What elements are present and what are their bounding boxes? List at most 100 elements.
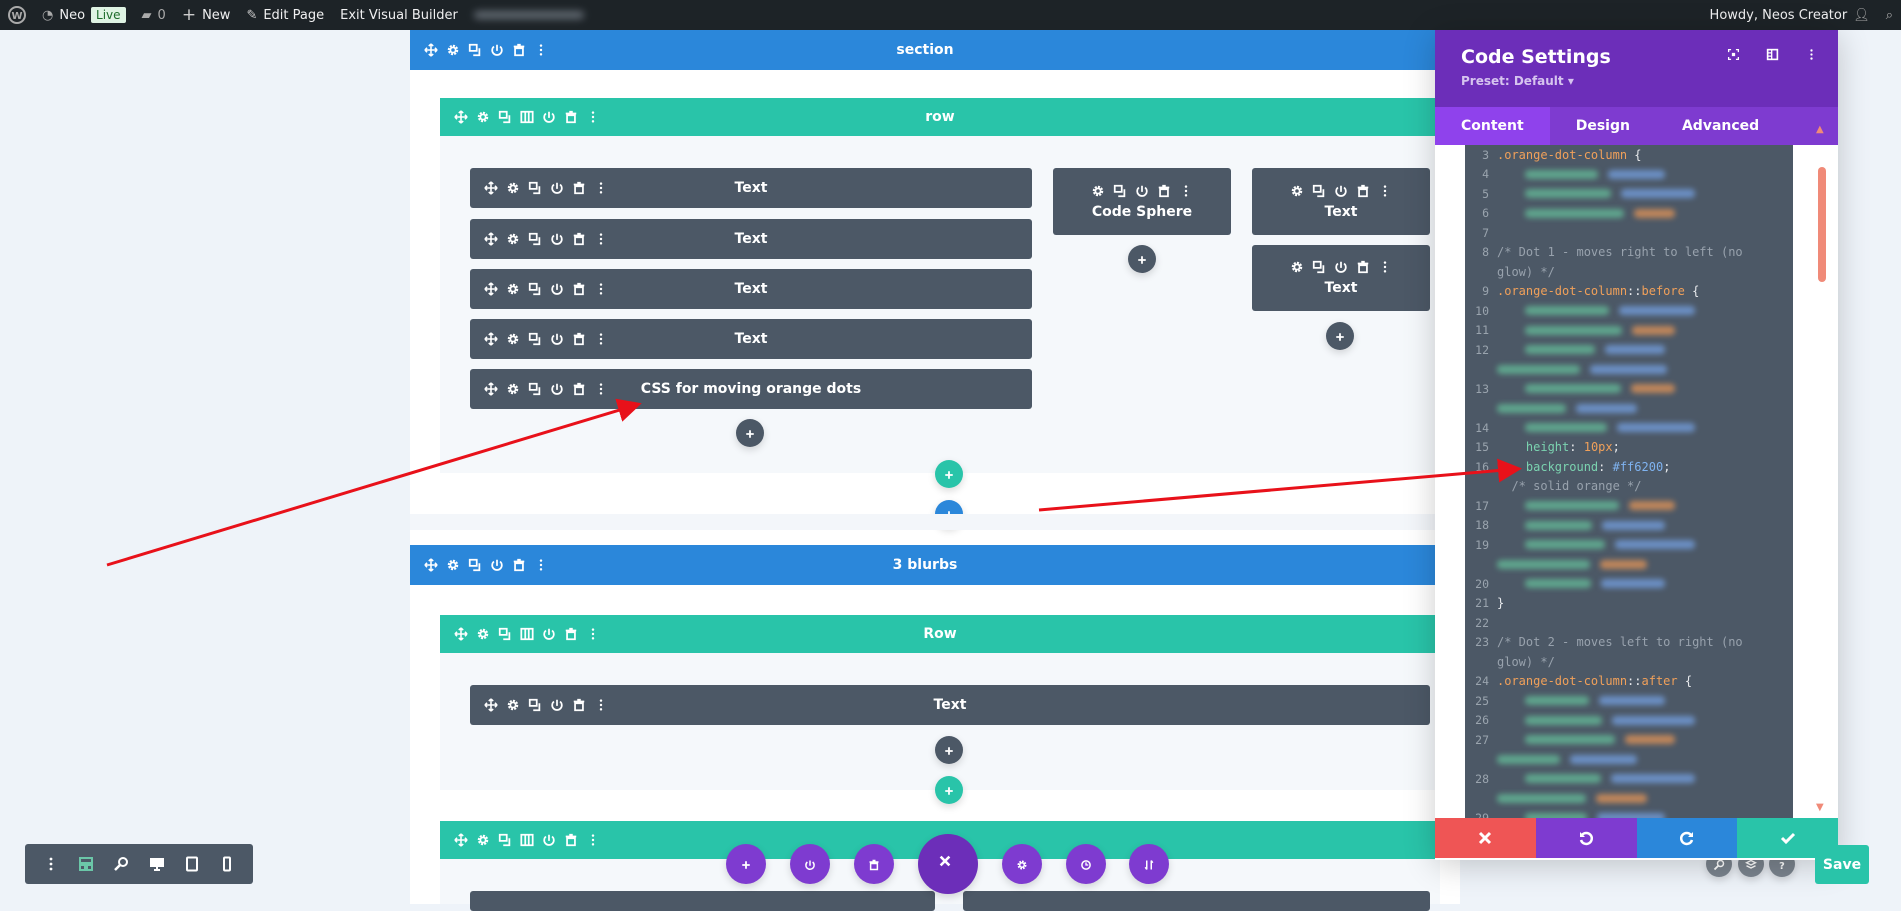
add-module-button[interactable] xyxy=(1128,245,1156,273)
add-module-button[interactable] xyxy=(935,736,963,764)
tab-content[interactable]: Content xyxy=(1435,107,1550,145)
power-icon[interactable] xyxy=(550,332,564,346)
move-icon[interactable] xyxy=(484,232,498,246)
trash-icon[interactable] xyxy=(1356,184,1370,198)
trash-icon[interactable] xyxy=(572,698,586,712)
tablet-icon[interactable] xyxy=(184,856,200,872)
new-link[interactable]: +New xyxy=(181,5,231,25)
help-icon[interactable]: ? xyxy=(1776,858,1788,872)
module[interactable]: Text xyxy=(470,319,1032,359)
gear-icon[interactable] xyxy=(1016,858,1028,870)
duplicate-icon[interactable] xyxy=(528,282,542,296)
row-header[interactable]: Row xyxy=(440,615,1440,653)
account-menu[interactable]: Howdy, Neos Creator👤︎ xyxy=(1709,7,1870,23)
dots-icon[interactable] xyxy=(534,558,548,572)
section-header[interactable]: 3 blurbs xyxy=(410,545,1440,585)
module[interactable]: Text xyxy=(470,685,1430,725)
close-icon[interactable] xyxy=(1477,830,1493,846)
duplicate-icon[interactable] xyxy=(528,332,542,346)
redo-button[interactable] xyxy=(1636,818,1738,858)
trash-icon[interactable] xyxy=(564,627,578,641)
dots-icon[interactable] xyxy=(43,856,59,872)
module[interactable]: Code Sphere xyxy=(1053,168,1231,235)
gear-icon[interactable] xyxy=(506,698,520,712)
dots-icon[interactable] xyxy=(1805,48,1818,61)
zoom-icon[interactable] xyxy=(1713,858,1725,871)
editor-scrollbar[interactable] xyxy=(1818,167,1826,282)
move-icon[interactable] xyxy=(484,698,498,712)
gear-icon[interactable] xyxy=(506,332,520,346)
trash-icon[interactable] xyxy=(572,382,586,396)
trash-icon[interactable] xyxy=(1356,260,1370,274)
scroll-down-icon[interactable]: ▼ xyxy=(1816,802,1824,813)
layers-icon[interactable] xyxy=(1745,858,1757,870)
tab-advanced[interactable]: Advanced xyxy=(1681,118,1760,134)
gear-icon[interactable] xyxy=(446,43,460,57)
gear-icon[interactable] xyxy=(506,232,520,246)
duplicate-icon[interactable] xyxy=(528,232,542,246)
sidebar-icon[interactable] xyxy=(1766,48,1779,61)
dots-icon[interactable] xyxy=(594,232,608,246)
move-icon[interactable] xyxy=(484,382,498,396)
module[interactable]: Text xyxy=(1252,168,1430,235)
module[interactable]: CSS for moving orange dots xyxy=(470,369,1032,409)
duplicate-icon[interactable] xyxy=(468,558,482,572)
gear-icon[interactable] xyxy=(1290,184,1304,198)
undo-icon[interactable] xyxy=(1578,830,1594,846)
duplicate-icon[interactable] xyxy=(1312,184,1326,198)
dots-icon[interactable] xyxy=(586,110,600,124)
power-icon[interactable] xyxy=(550,282,564,296)
power-icon[interactable] xyxy=(490,43,504,57)
close-icon[interactable] xyxy=(938,854,958,874)
add-row-button[interactable] xyxy=(935,776,963,804)
move-icon[interactable] xyxy=(484,181,498,195)
tab-design[interactable]: Design xyxy=(1575,118,1630,134)
trash-icon[interactable] xyxy=(868,858,880,871)
trash-icon[interactable] xyxy=(1157,184,1171,198)
columns-icon[interactable] xyxy=(520,833,534,847)
dots-icon[interactable] xyxy=(1378,184,1392,198)
power-icon[interactable] xyxy=(550,232,564,246)
add-row-button[interactable] xyxy=(935,460,963,488)
plus-icon[interactable] xyxy=(1334,330,1346,342)
trash-icon[interactable] xyxy=(572,332,586,346)
gear-icon[interactable] xyxy=(1091,184,1105,198)
gear-icon[interactable] xyxy=(506,181,520,195)
wordpress-logo-icon[interactable]: W xyxy=(0,0,34,30)
move-icon[interactable] xyxy=(484,332,498,346)
power-icon[interactable] xyxy=(550,382,564,396)
power-icon[interactable] xyxy=(542,110,556,124)
expand-icon[interactable] xyxy=(1727,48,1740,61)
module[interactable]: Text xyxy=(470,219,1032,259)
trash-icon[interactable] xyxy=(564,833,578,847)
module[interactable] xyxy=(963,891,1430,911)
preset-dropdown[interactable]: Preset: Default ▾ xyxy=(1461,74,1574,88)
move-icon[interactable] xyxy=(454,833,468,847)
power-icon[interactable] xyxy=(490,558,504,572)
gear-icon[interactable] xyxy=(506,282,520,296)
add-module-button[interactable] xyxy=(1326,322,1354,350)
plus-icon[interactable] xyxy=(744,427,756,439)
power-button[interactable] xyxy=(790,844,830,884)
gear-icon[interactable] xyxy=(1290,260,1304,274)
module[interactable]: Text xyxy=(470,168,1032,208)
duplicate-icon[interactable] xyxy=(498,110,512,124)
redo-icon[interactable] xyxy=(1679,830,1695,846)
dots-icon[interactable] xyxy=(594,282,608,296)
section-header[interactable]: section xyxy=(410,30,1440,70)
gear-icon[interactable] xyxy=(476,110,490,124)
check-icon[interactable] xyxy=(1780,830,1796,846)
duplicate-icon[interactable] xyxy=(528,698,542,712)
plus-icon[interactable] xyxy=(943,784,955,796)
module[interactable]: Text xyxy=(1252,245,1430,311)
move-icon[interactable] xyxy=(424,43,438,57)
undo-button[interactable] xyxy=(1535,818,1637,858)
row-header[interactable]: row xyxy=(440,98,1440,136)
columns-icon[interactable] xyxy=(520,110,534,124)
plus-icon[interactable] xyxy=(740,858,752,870)
move-icon[interactable] xyxy=(424,558,438,572)
zoom-icon[interactable] xyxy=(113,856,129,872)
edit-page-link[interactable]: ✎Edit Page xyxy=(246,7,325,23)
phone-icon[interactable] xyxy=(219,856,235,872)
